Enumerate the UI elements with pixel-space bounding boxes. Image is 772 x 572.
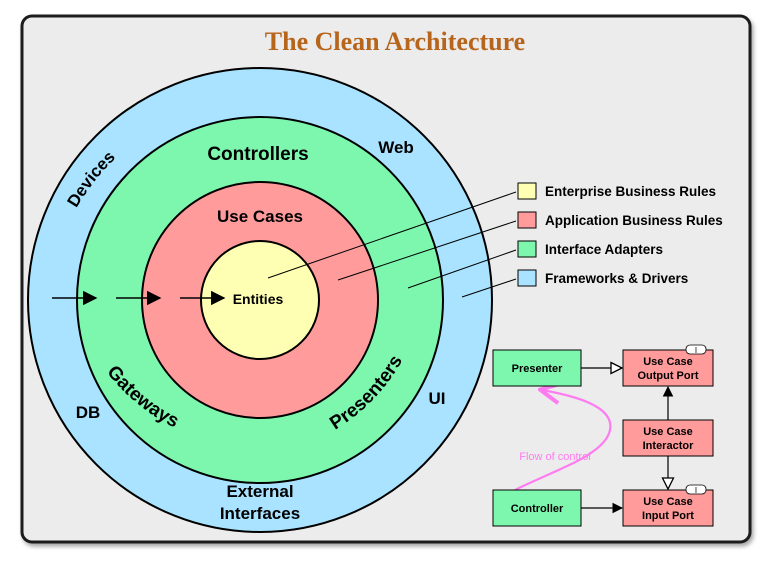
- input-port-interface-marker: [685, 484, 707, 495]
- output-port-interface-marker: [685, 344, 707, 355]
- legend-label-adapters: Interface Adapters: [545, 242, 663, 257]
- diagram-title: The Clean Architecture: [265, 27, 525, 56]
- interactor-box-label-line2: Interactor: [643, 440, 694, 452]
- presenter-box-label: Presenter: [512, 363, 563, 375]
- flow-diagram: Flow of control Presenter Use Case Outpu…: [492, 344, 714, 527]
- legend-leader-use-cases: [337, 220, 517, 281]
- input-port-box: [622, 489, 714, 527]
- legend-swatch-application: [517, 211, 537, 229]
- output-port-interface-marker-text: I: [695, 346, 697, 355]
- interactor-box-label-line1: Use Case: [643, 426, 693, 438]
- legend: Enterprise Business Rules Application Bu…: [517, 182, 723, 287]
- legend-label-frameworks: Frameworks & Drivers: [545, 271, 688, 286]
- use-cases-label: Use Cases: [217, 207, 303, 226]
- external-interfaces-label-line1: External: [226, 482, 293, 501]
- controller-box-label: Controller: [511, 503, 564, 515]
- flow-of-control-curve: [514, 390, 612, 491]
- web-label: Web: [378, 138, 414, 157]
- legend-leader-adapters: [407, 249, 517, 289]
- legend-leader-frameworks: [461, 278, 517, 298]
- legend-label-application: Application Business Rules: [545, 213, 723, 228]
- presenter-box: [492, 349, 582, 387]
- legend-swatch-adapters: [517, 240, 537, 258]
- input-port-box-label-line2: Input Port: [642, 510, 694, 522]
- legend-label-enterprise: Enterprise Business Rules: [545, 184, 716, 199]
- db-label: DB: [76, 403, 101, 422]
- output-port-box: [622, 349, 714, 387]
- external-interfaces-label-line2: Interfaces: [220, 504, 300, 523]
- legend-swatch-enterprise: [517, 182, 537, 200]
- output-port-box-label-line2: Output Port: [637, 370, 698, 382]
- flow-of-control-label: Flow of control: [519, 451, 591, 463]
- input-port-box-label-line1: Use Case: [643, 496, 693, 508]
- ui-label: UI: [429, 389, 446, 408]
- interactor-box: [622, 419, 714, 457]
- input-port-interface-marker-text: I: [695, 486, 697, 495]
- legend-leader-entities: [267, 191, 517, 279]
- legend-swatch-frameworks: [517, 269, 537, 287]
- entities-label: Entities: [233, 291, 284, 307]
- controller-box: [492, 489, 582, 527]
- controllers-label: Controllers: [207, 144, 308, 165]
- output-port-box-label-line1: Use Case: [643, 356, 693, 368]
